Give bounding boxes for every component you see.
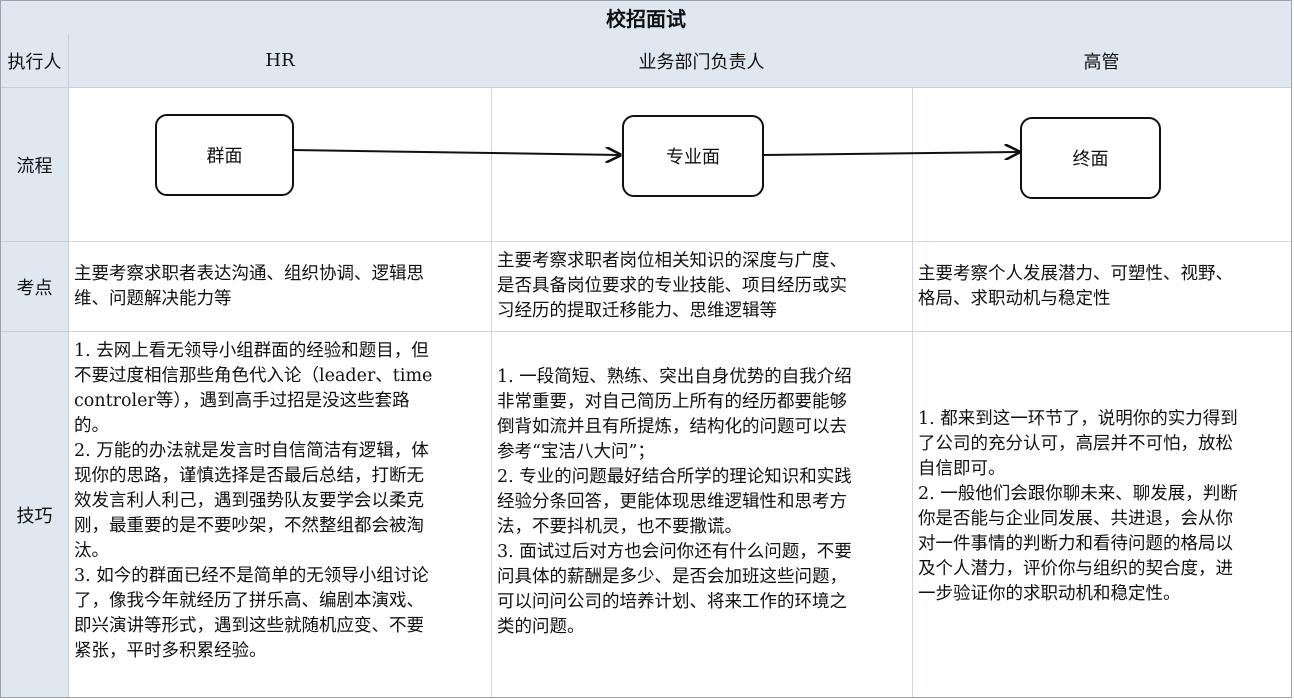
text-line: 了，像我今年就经历了拼乐高、编剧本演戏、 [74,591,424,611]
text-line: 1. 一段简短、熟练、突出自身优势的自我介绍 [497,367,852,387]
row-label-focus: 考点 [1,242,69,332]
text-line: 紧张，平时多积累经验。 [74,641,267,661]
header-business-lead: 业务部门负责人 [491,34,912,88]
text-line: 你是否能与企业同发展、共进退，会从你 [918,509,1233,529]
tips-business-lead: 1. 一段简短、熟练、突出自身优势的自我介绍 非常重要，对自己简历上所有的经历都… [497,365,909,640]
text-line: 汰。 [74,541,109,561]
text-line: 3. 面试过后对方也会问你还有什么问题，不要 [497,542,852,562]
text-line: 2. 一般他们会跟你聊未来、聊发展，判断 [918,484,1238,504]
divider [69,331,1291,332]
header-executor: 执行人 [1,34,69,88]
tips-executive: 1. 都来到这一环节了，说明你的实力得到 了公司的充分认可，高层并不可怕，放松 … [918,407,1288,607]
text-line: 1. 都来到这一环节了，说明你的实力得到 [918,409,1238,429]
row-label-process: 流程 [1,88,69,242]
text-line: 习经历的提取迁移能力、思维逻辑等 [497,301,777,321]
flow-node-final-interview: 终面 [1020,117,1161,199]
focus-executive: 主要考察个人发展潜力、可塑性、视野、 格局、求职动机与稳定性 [918,262,1288,312]
focus-business-lead: 主要考察求职者岗位相关知识的深度与广度、 是否具备岗位要求的专业技能、项目经历或… [497,249,909,324]
text-line: 格局、求职动机与稳定性 [918,289,1111,309]
text-line: 参考“宝洁八大问”； [497,442,655,462]
flow-node-professional-interview: 专业面 [622,115,764,197]
text-line: 主要考察求职者表达沟通、组织协调、逻辑思 [74,264,424,284]
text-line: 即兴演讲等形式，遇到这些就随机应变、不要 [74,616,424,636]
text-line: 2. 万能的办法就是发言时自信简洁有逻辑，体 [74,441,429,461]
text-line: 非常重要，对自己简历上所有的经历都要能够 [497,392,847,412]
flow-node-group-interview: 群面 [155,114,294,196]
text-line: 2. 专业的问题最好结合所学的理论知识和实践 [497,467,852,487]
text-line: 倒背如流并且有所提炼，结构化的问题可以去 [497,417,847,437]
tips-hr: 1. 去网上看无领导小组群面的经验和题目，但 不要过度相信那些角色代入论（lea… [74,339,488,664]
text-line: 1. 去网上看无领导小组群面的经验和题目，但 [74,341,429,361]
divider [491,88,492,697]
text-line: 经验分条回答，更能体现思维逻辑性和思考方 [497,492,847,512]
divider [912,88,913,697]
header-executive: 高管 [912,34,1291,88]
text-line: 对一件事情的判断力和看待问题的格局以 [918,534,1233,554]
text-line: 维、问题解决能力等 [74,289,232,309]
header-hr: HR [69,34,491,88]
text-line: 了公司的充分认可，高层并不可怕，放松 [918,434,1233,454]
text-line: 刚，最重要的是不要吵架，不然整组都会被淘 [74,516,424,536]
text-line: 不要过度相信那些角色代入论（leader、time [74,366,433,386]
text-line: 现你的思路，谨慎选择是否最后总结，打断无 [74,466,424,486]
text-line: 法，不要抖机灵，也不要撒谎。 [497,517,742,537]
row-label-tips: 技巧 [1,332,69,697]
text-line: 自信即可。 [918,459,1006,479]
text-line: 一步验证你的求职动机和稳定性。 [918,584,1181,604]
text-line: 3. 如今的群面已经不是简单的无领导小组讨论 [74,566,429,586]
arrow-2 [763,152,1019,155]
text-line: controler等），遇到高手过招是没这些套路 [74,391,410,411]
text-line: 可以问问公司的培养计划、将来工作的环境之 [497,592,847,612]
text-line: 是否具备岗位要求的专业技能、项目经历或实 [497,276,847,296]
text-line: 效发言利人利己，遇到强势队友要学会以柔克 [74,491,424,511]
arrow-1 [292,150,620,155]
text-line: 主要考察个人发展潜力、可塑性、视野、 [918,264,1233,284]
text-line: 的。 [74,416,109,436]
text-line: 主要考察求职者岗位相关知识的深度与广度、 [497,251,847,271]
text-line: 及个人潜力，评价你与组织的契合度，进 [918,559,1233,579]
text-line: 类的问题。 [497,617,585,637]
divider [69,241,1291,242]
text-line: 问具体的薪酬是多少、是否会加班这些问题， [497,567,847,587]
focus-hr: 主要考察求职者表达沟通、组织协调、逻辑思 维、问题解决能力等 [74,262,486,312]
